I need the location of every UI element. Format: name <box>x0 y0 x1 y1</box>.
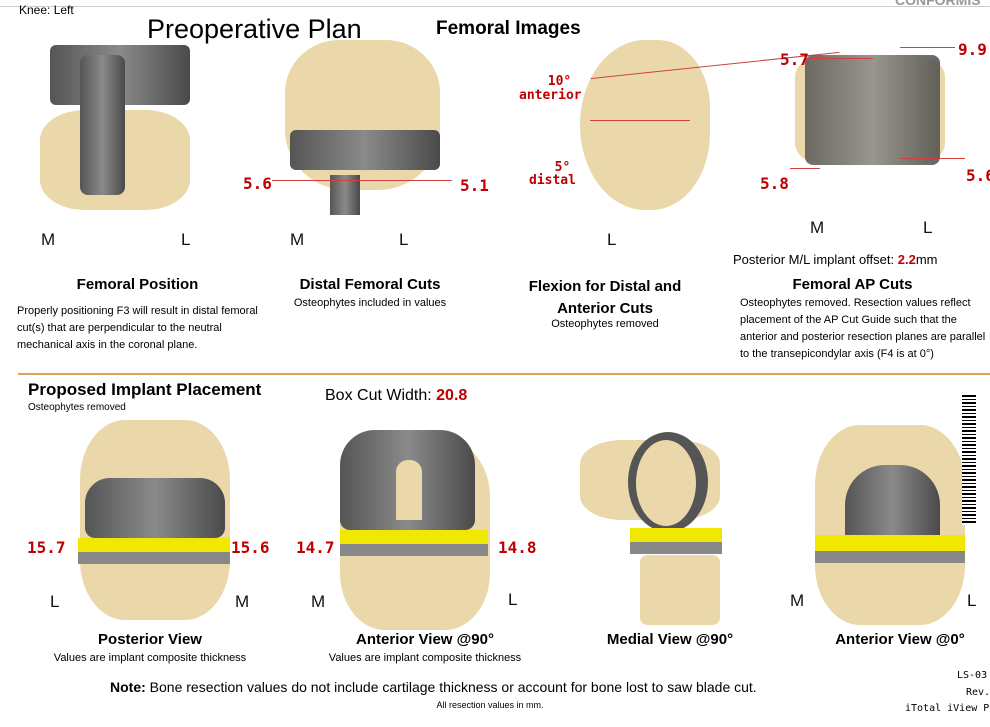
posterior-view-subcaption: Values are implant composite thickness <box>53 652 247 664</box>
page-title: Preoperative Plan <box>147 14 362 44</box>
anterior-view-90-subcaption: Values are implant composite thickness <box>328 652 522 664</box>
section-divider <box>18 373 990 375</box>
distal-cut-lateral-value: 5.1 <box>460 176 489 195</box>
box-cut-width: Box Cut Width: 20.8 <box>325 387 468 404</box>
medial-label: M <box>290 230 305 249</box>
posterior-left-value: 15.7 <box>27 538 66 557</box>
document-id: LS-03 <box>957 670 988 681</box>
anterior-label: anterior <box>519 88 582 103</box>
lateral-label: L <box>399 230 409 249</box>
ap-cuts-caption: Femoral AP Cuts <box>792 276 913 293</box>
medial-label: M <box>41 230 56 249</box>
distal-label: distal <box>529 173 576 188</box>
femoral-images-heading: Femoral Images <box>436 18 581 39</box>
product-name: iTotal iView PS v <box>905 703 990 714</box>
medial-label: M <box>235 592 250 611</box>
implant-offset: Posterior M/L implant offset: 2.2mm <box>733 252 938 267</box>
posterior-lateral-value: 5.6 <box>966 166 990 185</box>
lateral-label: L <box>50 592 60 611</box>
posterior-right-value: 15.6 <box>231 538 270 557</box>
posterior-view-caption: Posterior View <box>98 631 202 648</box>
distal-cut-medial-value: 5.6 <box>243 174 272 193</box>
flexion-subcaption: Osteophytes removed <box>551 318 659 330</box>
lateral-label: L <box>923 218 933 237</box>
medial-label: M <box>311 592 326 611</box>
anterior-view-0-caption: Anterior View @0° <box>835 631 965 648</box>
top-rule <box>0 6 990 7</box>
lateral-label: L <box>967 591 977 610</box>
ap-cuts-description: Osteophytes removed. Resection values re… <box>740 297 986 360</box>
anterior-lateral-value: 9.9 <box>958 40 987 59</box>
medial-view-caption: Medial View @90° <box>606 631 734 648</box>
anterior-view-90-caption: Anterior View @90° <box>356 631 494 648</box>
footer-note: Note: Bone resection values do not inclu… <box>110 679 757 695</box>
anterior-flexion: 10° <box>547 74 572 89</box>
medial-label: M <box>810 218 825 237</box>
femoral-position-description: Properly positioning F3 will result in d… <box>17 305 258 351</box>
anterior-medial-value: 5.7 <box>780 50 809 69</box>
posterior-medial-value: 5.8 <box>760 174 789 193</box>
implant-title: Proposed Implant Placement <box>28 380 262 399</box>
femoral-position-caption: Femoral Position <box>76 276 199 293</box>
distal-cuts-subcaption: Osteophytes included in values <box>293 297 447 309</box>
flexion-caption: Flexion for Distal and Anterior Cuts <box>528 278 682 317</box>
distal-cuts-caption: Distal Femoral Cuts <box>299 276 441 293</box>
barcode <box>962 395 976 525</box>
anterior-right-value: 14.8 <box>498 538 537 557</box>
knee-side: Knee: Left <box>19 3 74 17</box>
revision: Rev. <box>966 687 990 698</box>
lateral-label: L <box>508 590 518 609</box>
lateral-label: L <box>181 230 191 249</box>
logo: CONFORMIS <box>895 0 981 8</box>
lateral-label: L <box>607 230 617 249</box>
implant-subtitle: Osteophytes removed <box>28 402 126 413</box>
distal-flexion: 5° <box>554 160 571 175</box>
units-note: All resection values in mm. <box>436 700 544 710</box>
anterior-left-value: 14.7 <box>296 538 335 557</box>
medial-label: M <box>790 591 805 610</box>
